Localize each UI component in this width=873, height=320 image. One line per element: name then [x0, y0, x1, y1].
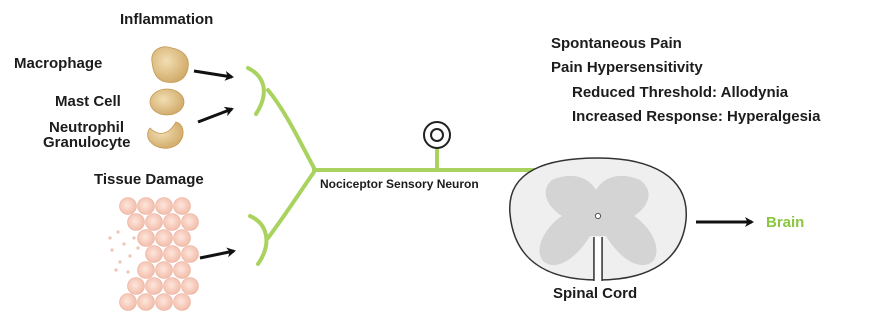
macrophage-label: Macrophage [14, 56, 102, 71]
granulocyte-label: Granulocyte [43, 135, 131, 150]
nociceptor-label: Nociceptor Sensory Neuron [320, 178, 479, 190]
mast-cell-icon [150, 89, 184, 115]
neuron-cell-body-icon [424, 122, 450, 148]
inflammation-label: Inflammation [120, 12, 213, 27]
nociceptor-neuron [248, 68, 560, 264]
mast-cell-arrow-icon [198, 109, 232, 122]
pain-hypersensitivity-label: Pain Hypersensitivity [551, 60, 703, 75]
mast-cell-label: Mast Cell [55, 94, 121, 109]
upper-branch [268, 90, 314, 168]
lower-branch [268, 172, 314, 238]
reduced-threshold-label: Reduced Threshold: Allodynia [572, 85, 788, 100]
spontaneous-pain-label: Spontaneous Pain [551, 36, 682, 51]
neutrophil-label: Neutrophil [49, 120, 124, 135]
neutrophil-granulocyte-icon [148, 122, 183, 148]
increased-response-label: Increased Response: Hyperalgesia [572, 109, 820, 124]
spinal-cord-label: Spinal Cord [553, 286, 637, 301]
upper-dendrite [248, 68, 264, 114]
macrophage-cell-icon [152, 47, 189, 83]
tissue-arrow-icon [200, 251, 234, 258]
brain-label: Brain [766, 215, 804, 230]
macrophage-arrow-icon [194, 71, 232, 77]
spinal-cord-icon [510, 158, 687, 281]
damaged-tissue-icon [108, 198, 198, 311]
lower-dendrite [250, 216, 266, 264]
tissue-damage-label: Tissue Damage [94, 172, 204, 187]
